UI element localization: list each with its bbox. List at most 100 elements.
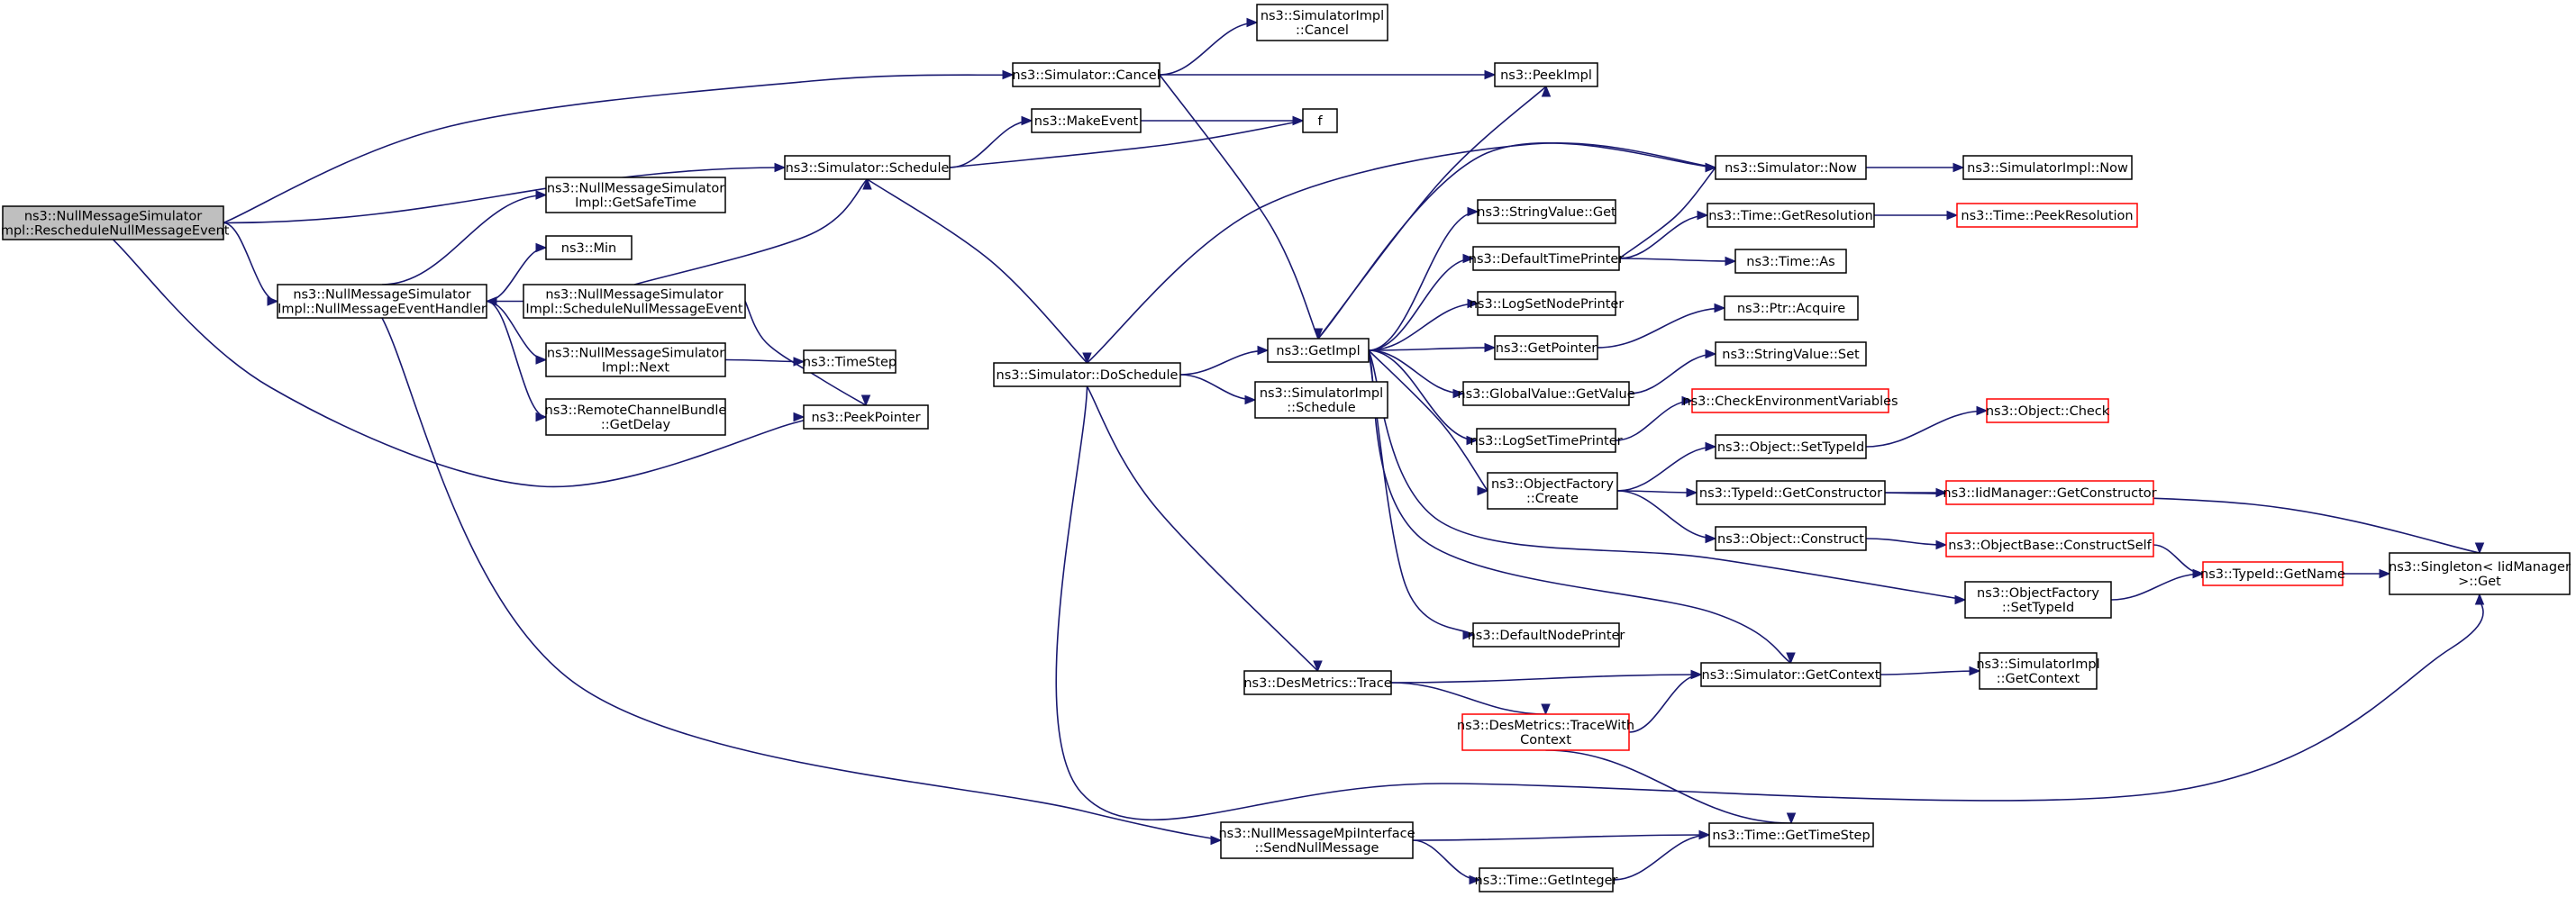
function-node-n26[interactable]: ns3::ObjectFactory::Create [1487,472,1618,510]
node-box[interactable] [1031,108,1142,133]
function-node-n20[interactable]: ns3::StringValue::Get [1477,199,1616,224]
function-node-n3[interactable]: ns3::Min [545,235,633,260]
function-node-n42[interactable]: ns3::SimulatorImpl::Now [1962,155,2133,180]
node-box[interactable] [1700,662,1881,687]
function-node-n14[interactable]: ns3::PeekImpl [1494,62,1598,87]
function-node-n47[interactable]: ns3::TypeId::GetName [2200,561,2345,586]
node-box[interactable] [1964,581,2112,619]
function-node-n38[interactable]: ns3::Object::Construct [1715,526,1867,551]
node-box[interactable] [1707,203,1875,228]
node-box[interactable] [1945,480,2154,505]
node-box[interactable] [1256,4,1388,41]
node-box[interactable] [2389,552,2571,595]
node-box[interactable] [545,177,726,213]
function-node-n35[interactable]: ns3::CheckEnvironmentVariables [1682,388,1898,413]
node-box[interactable] [1945,532,2154,557]
function-node-n0[interactable]: ns3::NullMessageSimulatorImpl::Reschedul… [0,205,230,240]
node-box[interactable] [1494,62,1598,87]
function-node-n7[interactable]: ns3::TimeStep [803,349,897,374]
function-node-n37[interactable]: ns3::TypeId::GetConstructor [1696,480,1886,505]
node-box[interactable] [1979,652,2098,690]
node-box[interactable] [1254,381,1388,419]
function-node-n9[interactable]: ns3::Simulator::Cancel [1012,62,1161,87]
node-box[interactable] [1012,62,1161,87]
node-box[interactable] [803,349,897,374]
node-box[interactable] [545,235,633,260]
node-box[interactable] [803,404,929,430]
function-node-n39[interactable]: ns3::ObjectFactory::SetTypeId [1964,581,2112,619]
node-box[interactable] [1220,821,1414,859]
function-node-n44[interactable]: ns3::Object::Check [1986,398,2110,423]
function-node-n46[interactable]: ns3::ObjectBase::ConstructSelf [1945,532,2154,557]
function-node-n34[interactable]: ns3::StringValue::Set [1715,341,1867,367]
node-box[interactable] [1476,428,1616,453]
function-node-n43[interactable]: ns3::Time::PeekResolution [1956,203,2138,228]
node-box[interactable] [545,398,726,436]
node-box[interactable] [1956,203,2138,228]
node-box[interactable] [1472,246,1620,271]
node-box[interactable] [1477,291,1616,316]
node-box[interactable] [1962,155,2133,180]
function-node-n12[interactable]: ns3::MakeEvent [1031,108,1142,133]
function-node-n8[interactable]: ns3::PeekPointer [803,404,929,430]
function-node-n25[interactable]: ns3::LogSetTimePrinter [1470,428,1623,453]
function-node-n24[interactable]: ns3::GlobalValue::GetValue [1457,381,1635,406]
function-node-n2[interactable]: ns3::NullMessageSimulatorImpl::GetSafeTi… [545,177,726,213]
function-node-n21[interactable]: ns3::DefaultTimePrinter [1469,246,1624,271]
node-box[interactable] [2,205,224,240]
node-box[interactable] [1461,713,1630,751]
function-node-n30[interactable]: ns3::Simulator::Now [1715,155,1867,180]
node-box[interactable] [1462,381,1630,406]
node-box[interactable] [993,362,1181,387]
function-node-n10[interactable]: ns3::Simulator::Schedule [784,155,951,180]
function-node-n19[interactable]: ns3::NullMessageMpiInterface::SendNullMe… [1218,821,1415,859]
function-node-n36[interactable]: ns3::Object::SetTypeId [1715,434,1867,459]
node-box[interactable] [1715,155,1867,180]
function-node-n6[interactable]: ns3::RemoteChannelBundle::GetDelay [545,398,727,436]
node-box[interactable] [1715,526,1867,551]
function-node-n23[interactable]: ns3::GetPointer [1494,335,1598,360]
function-node-n17[interactable]: ns3::SimulatorImpl::Schedule [1254,381,1388,419]
node-box[interactable] [2202,561,2344,586]
node-box[interactable] [1267,338,1370,363]
function-node-n32[interactable]: ns3::Time::As [1734,249,1847,274]
node-box[interactable] [1302,108,1338,133]
function-node-n22[interactable]: ns3::LogSetNodePrinter [1470,291,1625,316]
function-node-n41[interactable]: ns3::Time::GetTimeStep [1708,822,1874,847]
node-box[interactable] [1477,199,1616,224]
function-node-n48[interactable]: ns3::SimulatorImpl::GetContext [1976,652,2100,690]
node-box[interactable] [1479,867,1614,892]
node-box[interactable] [277,284,487,319]
function-node-n16[interactable]: ns3::GetImpl [1267,338,1370,363]
node-box[interactable] [1734,249,1847,274]
function-node-n45[interactable]: ns3::IidManager::GetConstructor [1943,480,2157,505]
function-node-n33[interactable]: ns3::Ptr::Acquire [1724,295,1859,321]
function-node-n15[interactable]: ns3::Simulator::DoSchedule [993,362,1181,387]
node-box[interactable] [1691,388,1889,413]
function-node-n1[interactable]: ns3::NullMessageSimulatorImpl::NullMessa… [277,284,487,319]
function-node-n13[interactable]: f [1302,108,1338,133]
node-box[interactable] [1715,434,1867,459]
node-box[interactable] [1487,472,1618,510]
node-box[interactable] [784,155,951,180]
function-node-n49[interactable]: ns3::Singleton< IidManager >::Get [2389,552,2571,595]
function-node-n29[interactable]: ns3::Time::GetInteger [1475,867,1618,892]
function-node-n11[interactable]: ns3::SimulatorImpl::Cancel [1256,4,1388,41]
node-box[interactable] [1724,295,1859,321]
function-node-n31[interactable]: ns3::Time::GetResolution [1707,203,1875,228]
node-box[interactable] [1696,480,1886,505]
node-box[interactable] [1986,398,2109,423]
node-box[interactable] [1243,670,1392,695]
function-node-n18[interactable]: ns3::DesMetrics::Trace [1243,670,1392,695]
node-box[interactable] [545,342,726,377]
function-node-n4[interactable]: ns3::NullMessageSimulatorImpl::ScheduleN… [523,284,746,319]
node-box[interactable] [1708,822,1874,847]
function-node-n40[interactable]: ns3::Simulator::GetContext [1700,662,1881,687]
node-box[interactable] [1494,335,1598,360]
function-node-n27[interactable]: ns3::DefaultNodePrinter [1468,622,1625,648]
node-box[interactable] [1472,622,1620,648]
node-box[interactable] [523,284,746,319]
node-box[interactable] [1715,341,1867,367]
